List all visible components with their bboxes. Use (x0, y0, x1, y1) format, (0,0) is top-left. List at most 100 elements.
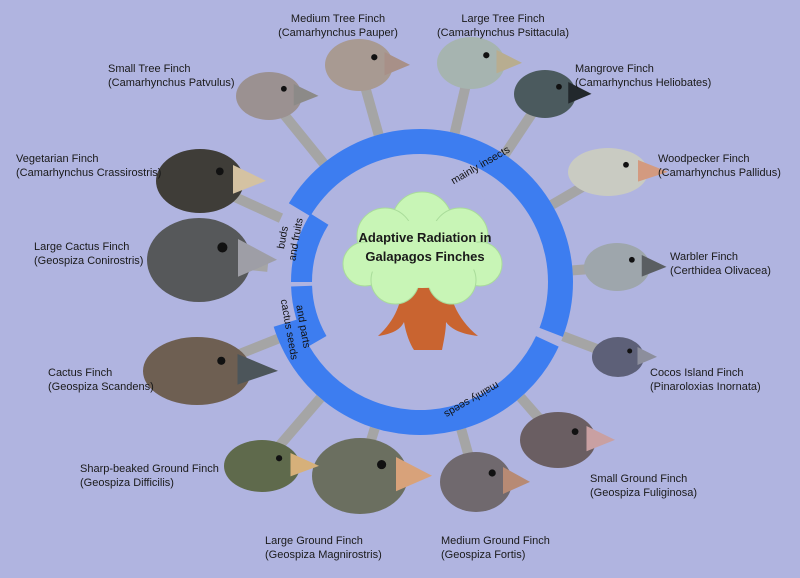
finch-head (236, 72, 319, 120)
finch-species: (Camarhynchus Pallidus) (658, 167, 781, 179)
finch-label: Medium Ground Finch (Geospiza Fortis) (441, 534, 550, 562)
finch-beak (503, 467, 530, 494)
finch-head (440, 452, 530, 512)
finch-name: Large Cactus Finch (34, 241, 130, 253)
finch-eye (627, 348, 633, 354)
finch-head-body (143, 337, 251, 405)
finch-eye (556, 83, 562, 90)
finch-head (568, 148, 668, 196)
finch-beak (384, 52, 410, 76)
finch-head (156, 149, 266, 213)
finch-beak (237, 354, 278, 385)
finch-head (325, 39, 410, 91)
finch-beak (641, 255, 667, 277)
finch-species: (Geospiza Magnirostris) (265, 549, 382, 561)
finch-species: (Geospiza Conirostris) (34, 255, 144, 267)
finch-label: Sharp-beaked Ground Finch(Geospiza Diffi… (80, 462, 219, 490)
finch-name: Large Tree Finch (461, 13, 545, 25)
finch-label: Large Tree Finch (Camarhynchus Psittacula… (418, 12, 588, 40)
finch-eye (377, 460, 387, 470)
finch-head-body (584, 243, 650, 291)
finch-beak (396, 457, 432, 492)
finch-eye (217, 356, 226, 365)
finch-eye (571, 428, 579, 435)
finch-head-body (236, 72, 302, 120)
diagram-title-line-2: Galapagos Finches (365, 249, 484, 264)
finch-label: Vegetarian Finch (Camarhynchus Crassirost… (16, 152, 161, 180)
finch-eye (483, 52, 490, 59)
finch-eye (280, 85, 287, 92)
finch-head-body (325, 39, 393, 91)
finch-species: (Camarhynchus Psittacula) (436, 27, 570, 39)
finch-label: Woodpecker Finch(Camarhynchus Pallidus) (658, 152, 781, 180)
finch-head-body (156, 149, 244, 213)
finch-beak (293, 84, 319, 106)
finch-name: Medium Ground Finch (441, 535, 550, 547)
diagram-title-line-1: Adaptive Radiation in (359, 230, 492, 245)
finch-heads (143, 37, 668, 514)
finch-species: (Geospiza Fortis) (441, 549, 526, 561)
finch-species: (Geospiza Scandens) (48, 381, 154, 393)
finch-name: Vegetarian Finch (16, 153, 99, 165)
finch-name: Large Ground Finch (265, 535, 363, 547)
finch-label: Small Ground Finch(Geospiza Fuliginosa) (590, 472, 697, 500)
finch-head-body (440, 452, 512, 512)
finch-eye (217, 242, 228, 253)
tree-illustration: Adaptive Radiation in Galapagos Finches (342, 191, 503, 350)
finch-label: Mangrove Finch(Camarhynchus Heliobates) (575, 62, 711, 90)
finch-head-body (147, 218, 251, 302)
arc-buds-and-fruits (291, 213, 329, 282)
finch-name: Small Tree Finch (108, 63, 191, 75)
finch-head (514, 70, 592, 118)
finch-head (584, 243, 667, 291)
finch-beak (290, 453, 319, 477)
finch-head-body (437, 37, 505, 89)
finch-beak (233, 165, 266, 194)
finch-species: (Pinaroloxias Inornata) (650, 381, 761, 393)
finch-name: Sharp-beaked Ground Finch (80, 463, 219, 475)
finch-head-body (514, 70, 576, 118)
finch-head (520, 412, 615, 468)
finch-name: Warbler Finch (670, 251, 739, 263)
finch-label: Large Cactus Finch (Geospiza Conirostris) (34, 240, 143, 268)
tree-foliage (342, 191, 503, 305)
finch-beak (496, 50, 522, 74)
finch-eye (275, 455, 283, 462)
arc-mainly-seeds (273, 319, 559, 436)
finch-eye (623, 161, 629, 168)
finch-eye (371, 54, 378, 61)
finch-label: Large Ground Finch (Geospiza Magnirostris… (265, 534, 382, 562)
finch-head (147, 218, 277, 302)
finch-species: (Camarhynchus Heliobates) (575, 77, 712, 89)
finch-species: (Camarhynchus Pauper) (278, 27, 398, 39)
finch-head (592, 337, 657, 377)
finch-species: (Camarhynchus Patvulus) (108, 77, 235, 89)
finch-label: Medium Tree Finch (Camarhynchus Pauper) (258, 12, 418, 40)
arc-cactus-seeds (291, 285, 327, 347)
finch-head-body (592, 337, 644, 377)
finch-head-body (312, 438, 408, 514)
finch-species: (Geospiza Fuliginosa) (590, 487, 697, 499)
finch-label: Small Tree Finch (Camarhynchus Patvulus) (108, 62, 235, 90)
finch-head (224, 440, 319, 492)
finch-eye (628, 256, 635, 263)
finch-beak (238, 239, 277, 277)
finch-label: Warbler Finch (Certhidea Olivacea) (670, 250, 771, 278)
finch-name: Medium Tree Finch (290, 13, 386, 25)
finch-beak (638, 160, 668, 182)
finch-head-body (520, 412, 596, 468)
finch-beak (586, 426, 615, 452)
finch-label: Cactus Finch(Geospiza Scandens) (48, 366, 154, 394)
finch-head (143, 337, 278, 405)
finch-beak (568, 82, 592, 104)
finch-name: Cocos Island Finch (650, 367, 744, 379)
finch-head (437, 37, 522, 89)
finch-head (312, 438, 432, 514)
finch-species: (Camarhynchus Crassirostris) (16, 167, 162, 179)
diet-label-buds-1: buds (275, 225, 291, 250)
arc-mainly-insects (288, 128, 574, 337)
finch-head-body (224, 440, 300, 492)
finch-beak (637, 347, 657, 365)
finch-species: (Certhidea Olivacea) (670, 265, 771, 277)
